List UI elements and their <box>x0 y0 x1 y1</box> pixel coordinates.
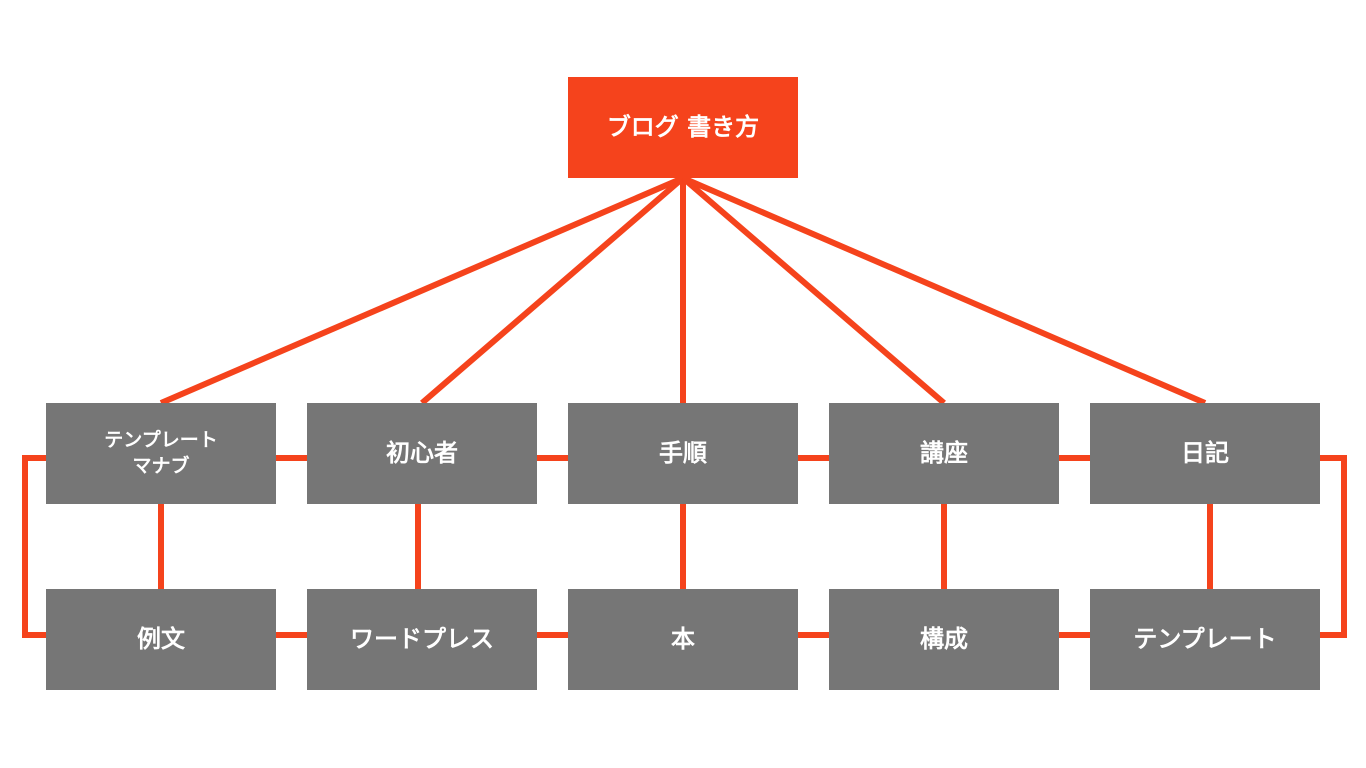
node-level1-2: 初心者 <box>307 403 537 504</box>
connector-left-bracket <box>22 455 46 638</box>
connector-root-to-node-4 <box>681 175 946 406</box>
node-level1-5-label: 日記 <box>1181 439 1229 468</box>
node-level1-2-label: 初心者 <box>386 439 458 468</box>
node-level2-2: ワードプレス <box>307 589 537 690</box>
root-node: ブログ 書き方 <box>568 77 798 178</box>
connector-root-to-node-2 <box>420 175 685 406</box>
node-level2-3: 本 <box>568 589 798 690</box>
node-level1-5: 日記 <box>1090 403 1320 504</box>
node-level2-4: 構成 <box>829 589 1059 690</box>
node-level1-1-label-line1: テンプレート <box>104 428 218 451</box>
node-level2-4-label: 構成 <box>920 625 968 654</box>
root-node-label: ブログ 書き方 <box>606 113 760 142</box>
node-level1-4-label: 講座 <box>920 439 968 468</box>
node-level2-2-label: ワードプレス <box>350 625 494 654</box>
connector-root-to-node-1 <box>159 175 685 406</box>
connector-right-bracket <box>1320 455 1347 638</box>
node-level2-5-label: テンプレート <box>1133 625 1277 654</box>
node-level1-3-label: 手順 <box>659 439 707 468</box>
node-level1-4: 講座 <box>829 403 1059 504</box>
node-level1-3: 手順 <box>568 403 798 504</box>
node-level2-3-label: 本 <box>671 625 695 654</box>
node-level1-1: テンプレート マナブ <box>46 403 276 504</box>
node-level2-1: 例文 <box>46 589 276 690</box>
node-level1-1-label-line2: マナブ <box>132 454 190 477</box>
node-level2-1-label: 例文 <box>137 625 185 654</box>
connector-root-to-node-5 <box>681 175 1207 406</box>
node-level2-5: テンプレート <box>1090 589 1320 690</box>
